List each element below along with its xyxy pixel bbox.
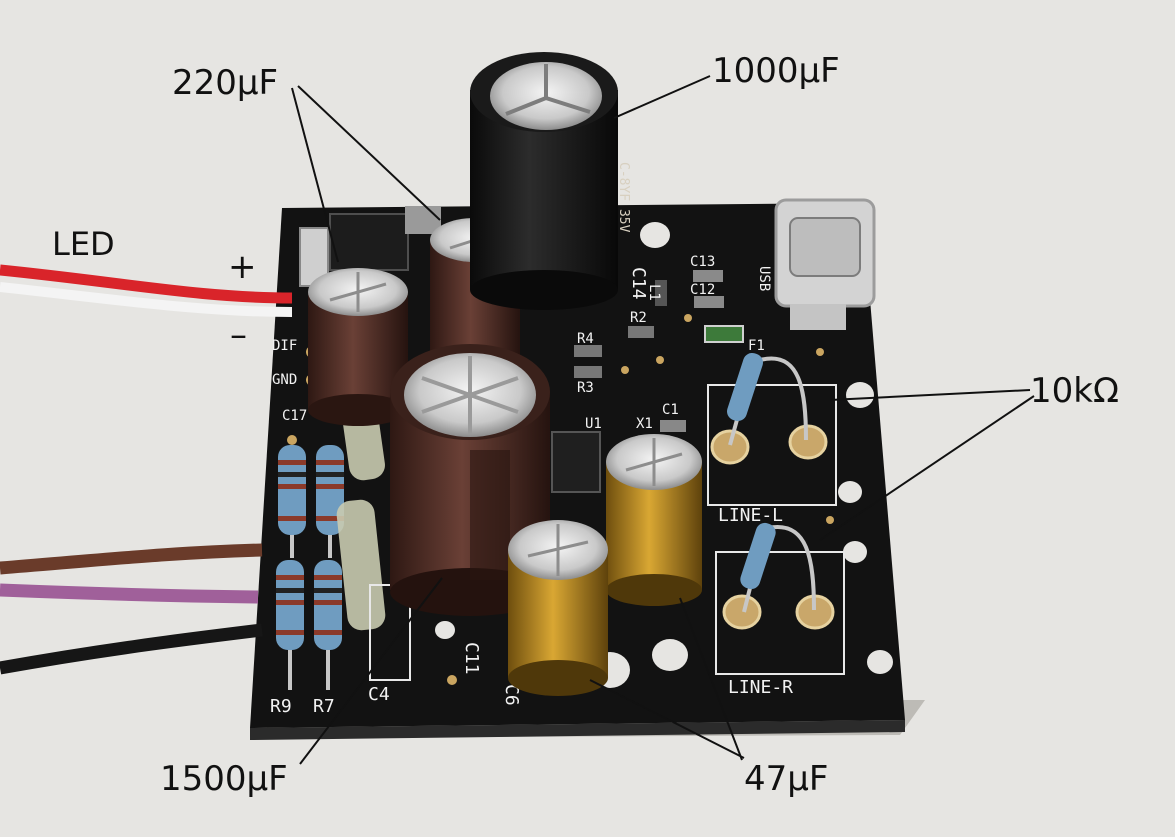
silk-r4: R4 (577, 331, 594, 347)
resistor-lower-left (276, 560, 304, 650)
solder-pad (621, 366, 629, 374)
silk-c13: C13 (690, 254, 715, 270)
silk-f1: F1 (748, 338, 765, 354)
mounting-hole (652, 639, 688, 671)
line-l-outline (707, 384, 837, 506)
smd-f1 (704, 325, 744, 343)
resistor-lead (767, 524, 816, 611)
silk-c14: C14 (628, 267, 649, 300)
resistor-lead (288, 535, 332, 690)
mounting-hole (838, 481, 862, 503)
silk-r9: R9 (270, 696, 292, 717)
silk-r7: R7 (313, 696, 335, 717)
silk-c1: C1 (662, 402, 679, 418)
regulator-tab (405, 206, 441, 234)
wire-brown (0, 543, 263, 575)
silk-usb: USB (756, 266, 772, 291)
silk-c17: C17 (282, 408, 307, 424)
solder-pad (826, 516, 834, 524)
capacitor-220uf-left (308, 268, 408, 426)
wire-red (0, 264, 293, 304)
wire-black (0, 623, 263, 675)
leader-220-right (297, 85, 441, 221)
silk-r2: R2 (630, 310, 647, 326)
solder-pad (684, 314, 692, 322)
capacitor-47uf-right (606, 434, 702, 606)
silk-c11: C11 (461, 642, 482, 675)
mounting-hole (435, 621, 455, 639)
silk-x1: X1 (636, 416, 653, 432)
usb-port (789, 217, 861, 277)
silk-r3: R3 (577, 380, 594, 396)
line-r-outline (715, 551, 845, 675)
callout-plus: + (228, 247, 257, 287)
leader-47-left (589, 679, 745, 759)
smd-c1 (660, 420, 686, 432)
solder-pad (656, 356, 664, 364)
silk-gnd: GND (272, 372, 297, 388)
resistor-10k-right (740, 522, 776, 590)
solder-pad (788, 424, 828, 460)
mounting-hole (867, 650, 893, 674)
solder-pad (722, 594, 762, 630)
wire-white (0, 282, 293, 317)
resistor-lead (759, 356, 808, 441)
leader-47-right (679, 597, 743, 761)
callout-led: LED (52, 225, 115, 263)
smd-r3 (574, 366, 602, 378)
smd-c13 (693, 270, 723, 282)
smd-r4 (574, 345, 602, 357)
callout-minus: – (230, 315, 247, 355)
mounting-hole (843, 541, 867, 563)
regulator-ic (329, 213, 409, 271)
pcb-edge (250, 720, 905, 740)
leader-1000 (613, 75, 711, 119)
callout-10k-ohm: 10kΩ (1030, 371, 1119, 411)
solder-pad (287, 435, 297, 445)
callout-47uf: 47µF (744, 759, 829, 799)
mounting-hole (846, 382, 874, 408)
leader-10k-bottom (819, 395, 1035, 541)
mounting-hole (640, 222, 670, 248)
solder-pad (447, 675, 457, 685)
solder-pad (710, 429, 750, 465)
capacitor-47uf-left (508, 520, 608, 696)
capacitor-1000uf: C-8YF 35V (470, 52, 631, 310)
silk-dif: DIF (272, 338, 297, 354)
svg-text:C-8YF 35V: C-8YF 35V (616, 162, 631, 233)
silk-c12: C12 (690, 282, 715, 298)
callout-1500uf: 1500µF (160, 759, 288, 799)
leader-1500 (299, 577, 443, 765)
resistor-lower-right (314, 560, 342, 650)
smd-l1 (655, 280, 667, 306)
wire-purple (0, 583, 259, 604)
leader-10k-top (829, 389, 1031, 401)
callout-220uf: 220µF (172, 63, 279, 103)
silk-c4: C4 (368, 684, 390, 705)
film-cap-c4 (336, 499, 386, 631)
resistor-10k-left (727, 352, 763, 422)
silk-line-r: LINE-R (728, 677, 793, 698)
smd-r2 (628, 326, 654, 338)
silk-u1: U1 (585, 416, 602, 432)
silk-c6: C6 (501, 684, 522, 706)
silk-line-l: LINE-L (718, 505, 783, 526)
silk-l1: L1 (646, 284, 662, 301)
usb-tab (790, 304, 846, 330)
leader-220-left (291, 87, 339, 263)
smd-c12 (694, 296, 724, 308)
resistor-r9 (278, 445, 306, 535)
callout-lines (291, 75, 1035, 765)
solder-pad (816, 348, 824, 356)
ic-u1 (551, 431, 601, 493)
callout-1000uf: 1000µF (712, 51, 840, 91)
